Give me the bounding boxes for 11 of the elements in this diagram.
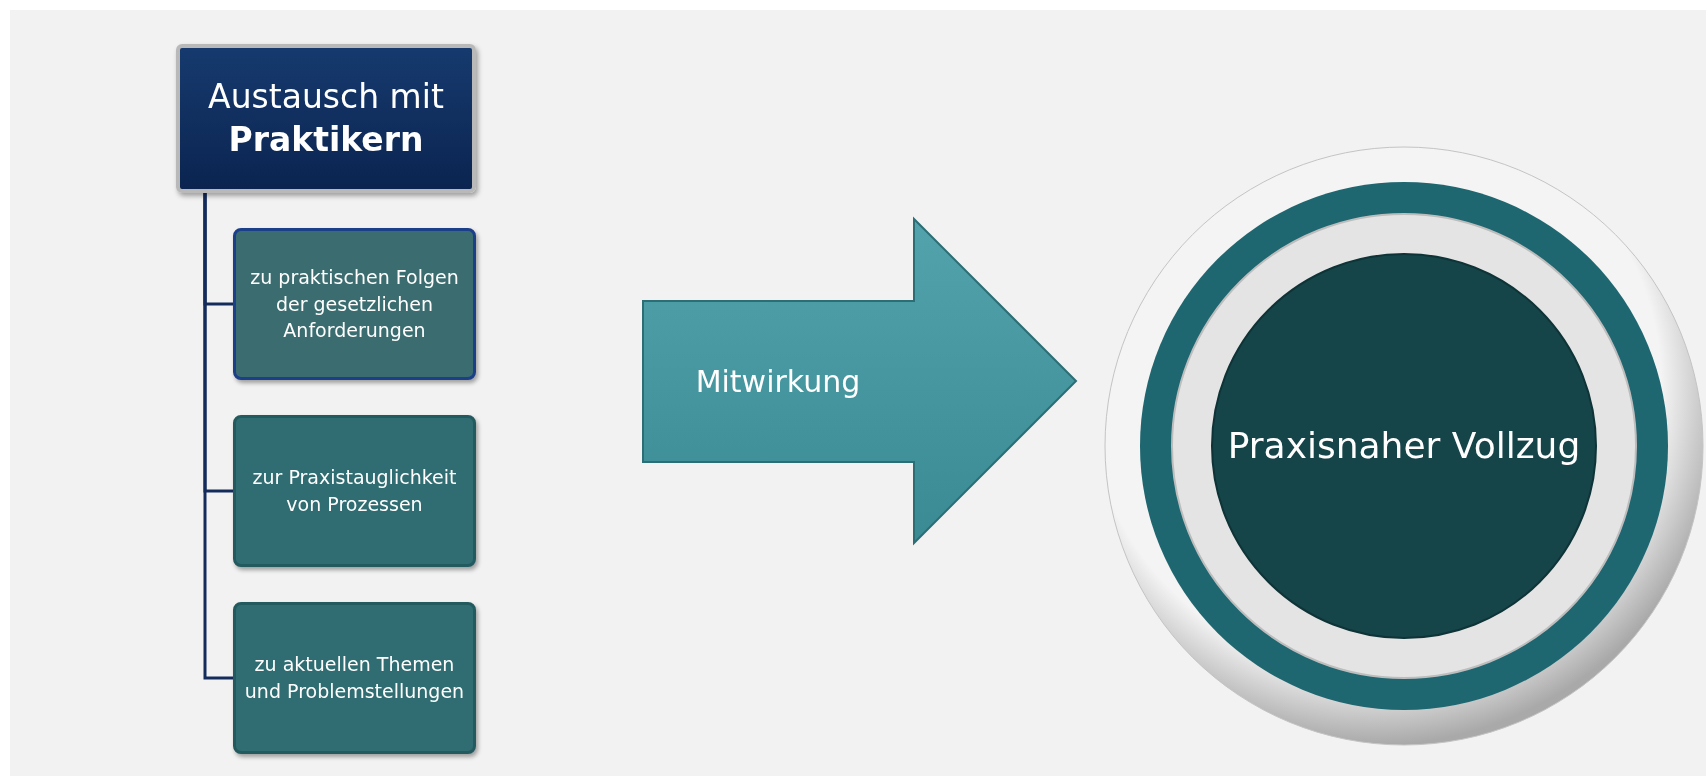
topic-box xyxy=(233,602,476,754)
topic-box xyxy=(233,415,476,567)
topic-box xyxy=(233,228,476,380)
topic-text: zu aktuellen Themen und Problemstellungen xyxy=(243,652,466,704)
connector-line xyxy=(203,193,233,680)
header-text: Austausch mit Praktikern xyxy=(207,75,445,161)
header-box xyxy=(176,44,476,193)
topic-text: zur Praxistauglichkeit von Prozessen xyxy=(251,465,458,517)
topic-text: zu praktischen Folgen der gesetzlichen Anforderungen xyxy=(249,265,460,344)
arrow-label: Mitwirkung xyxy=(694,363,862,401)
circle-label: Praxisnaher Vollzug xyxy=(1226,423,1582,468)
